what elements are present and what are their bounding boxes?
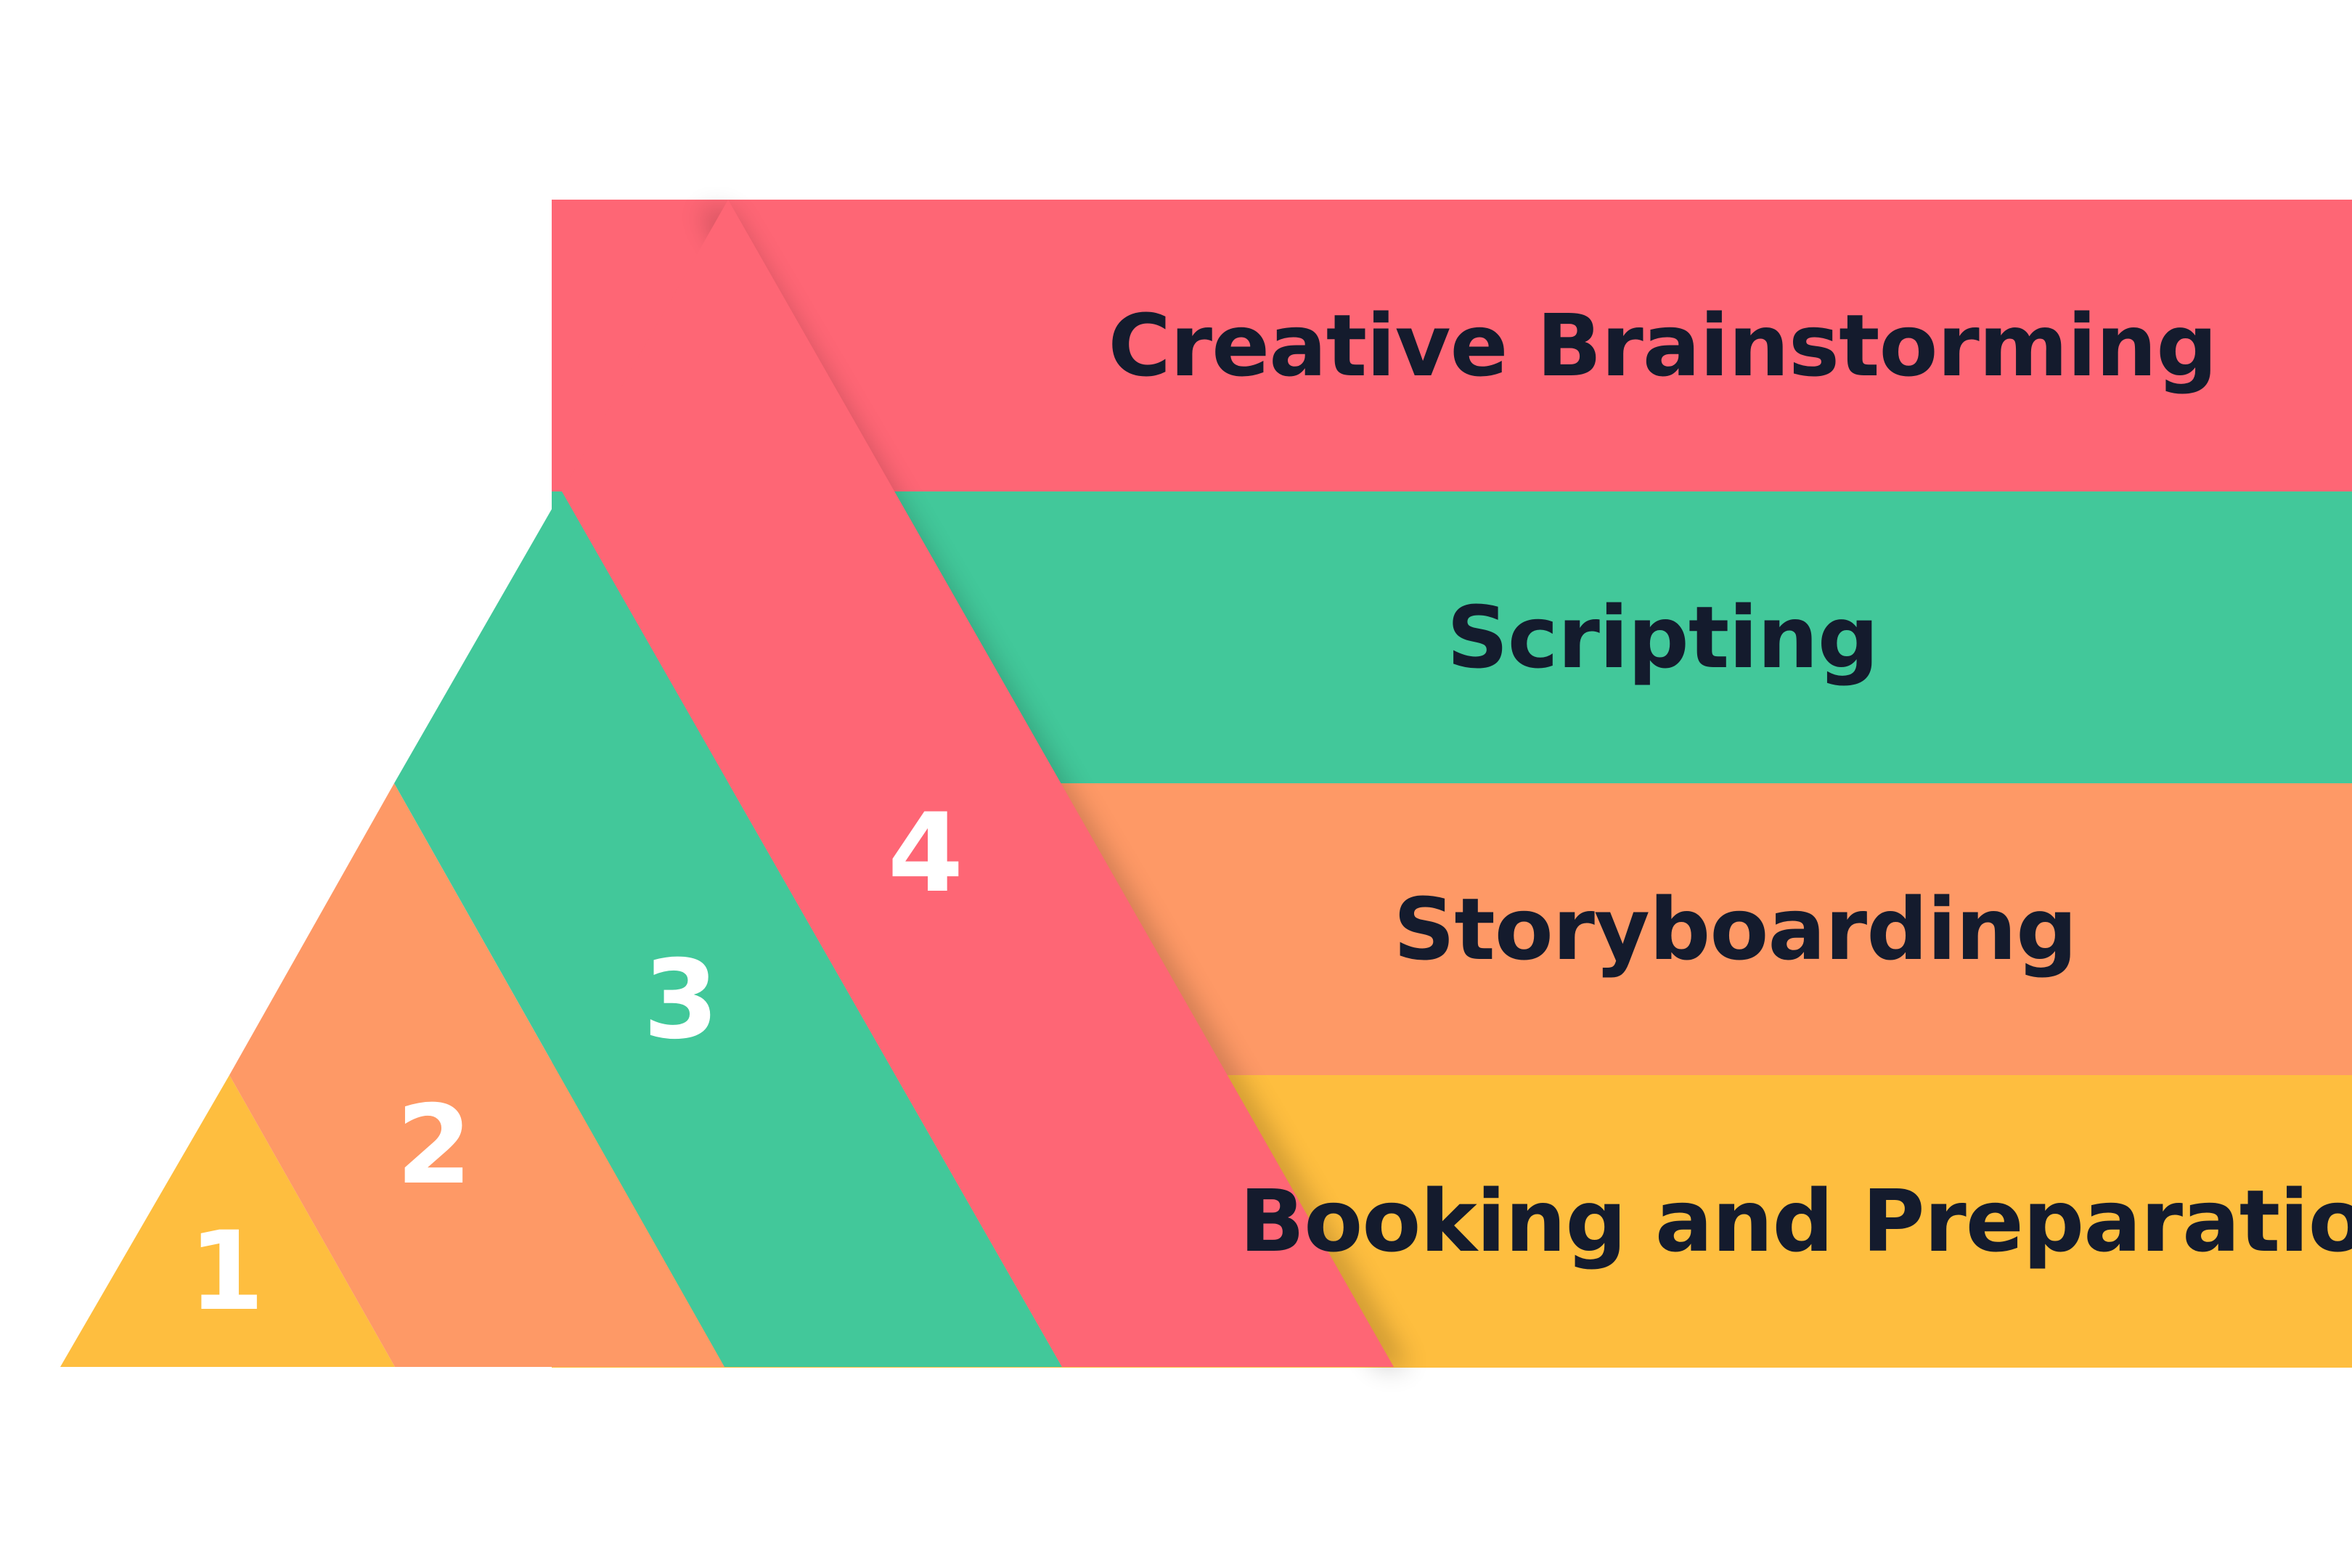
step-number-3: 3 [643, 937, 719, 1063]
numbers-layer: 1 2 3 4 [189, 791, 963, 1335]
band-label-step-4: Creative Brainstorming [1108, 295, 2216, 396]
band-label-step-2: Storyboarding [1393, 879, 2076, 979]
step-number-2: 2 [396, 1082, 472, 1209]
slice-step-1 [60, 1075, 395, 1367]
labels-layer: Creative Brainstorming Scripting Storybo… [1108, 295, 2352, 1271]
triangle-layer [60, 200, 1394, 1367]
band-label-step-1: Booking and Preparation [1239, 1171, 2352, 1271]
band-label-step-3: Scripting [1447, 587, 1878, 687]
slice-step-4 [562, 200, 1394, 1367]
step-number-1: 1 [189, 1209, 264, 1335]
slice-step-3 [394, 491, 1062, 1367]
step-number-4: 4 [888, 791, 963, 917]
slice-step-2 [229, 783, 724, 1367]
